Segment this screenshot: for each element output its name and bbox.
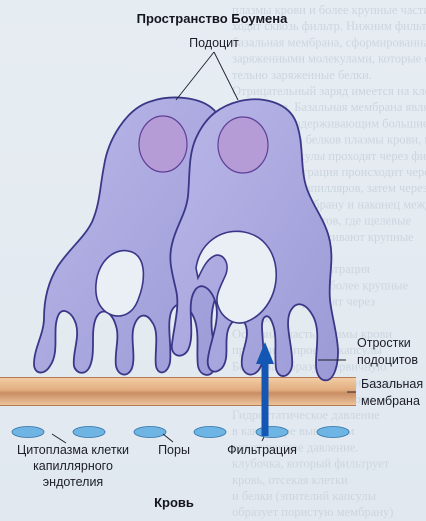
label-filtration: Фильтрация	[227, 443, 297, 457]
label-processes-2: подоцитов	[357, 353, 418, 367]
podocyte-back-nucleus	[138, 115, 188, 173]
label-pores: Поры	[158, 443, 190, 457]
title-top: Пространство Боумена	[137, 11, 289, 26]
pore	[11, 426, 45, 438]
pore	[193, 426, 227, 438]
pointer-lines	[51, 51, 356, 444]
pore	[316, 426, 350, 438]
label-cytoplasm-2: капиллярного	[33, 459, 113, 473]
filtration-arrow	[256, 342, 274, 436]
label-processes-1: Отростки	[357, 336, 411, 350]
pore	[255, 426, 289, 438]
label-podocyte: Подоцит	[189, 36, 239, 50]
pore	[133, 426, 167, 438]
podocyte-front-nucleus	[217, 116, 269, 174]
podocyte-front	[169, 98, 339, 382]
label-basal-1: Базальная	[361, 377, 423, 391]
title-bottom: Кровь	[154, 495, 194, 510]
label-basal-2: мембрана	[361, 394, 420, 408]
label-cytoplasm-1: Цитоплазма клетки	[17, 443, 129, 457]
label-cytoplasm-3: эндотелия	[43, 475, 103, 489]
pore	[72, 426, 106, 438]
basal-membrane	[0, 377, 356, 406]
